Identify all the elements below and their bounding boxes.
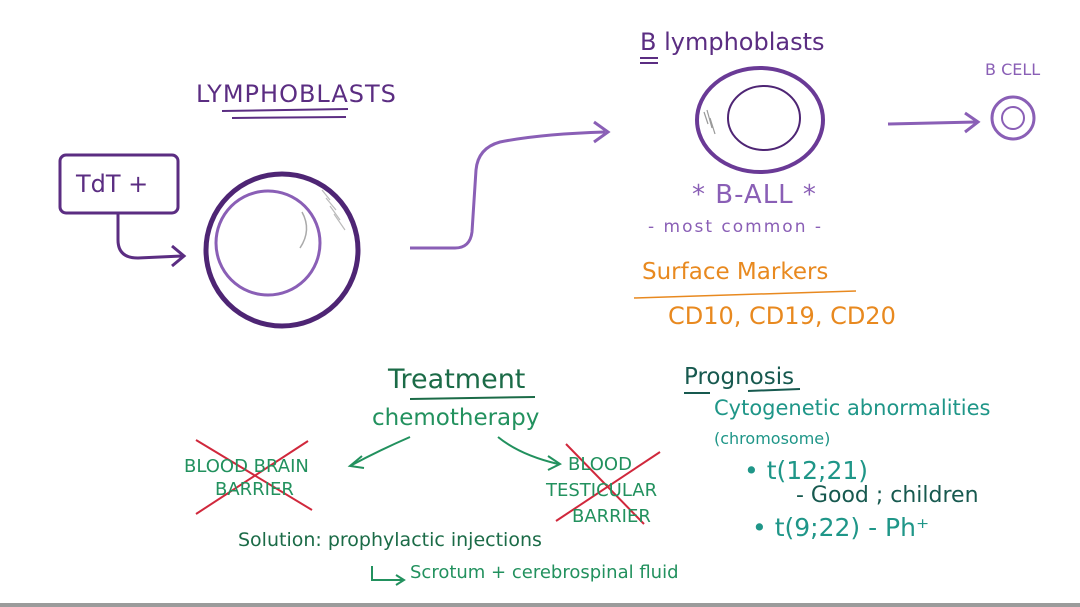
cross-right-2 bbox=[555, 451, 661, 522]
curve-arrow-to-b-lymphoblasts bbox=[410, 130, 606, 250]
lymphoblast-outer bbox=[203, 171, 361, 329]
tdt-label: TdT + bbox=[76, 170, 149, 198]
barrier-right-line3: BARRIER bbox=[572, 506, 651, 527]
lymphoblasts-label: LYMPHOBLASTS bbox=[196, 80, 397, 108]
prognosis-subtitle: Cytogenetic abnormalities bbox=[714, 396, 991, 420]
curve-arrow-head bbox=[593, 120, 611, 144]
b-cell-inner bbox=[1001, 106, 1025, 130]
prognosis-item-bullet: • t(9;22) - Ph⁺ bbox=[752, 513, 930, 542]
prognosis-item-note: - Good ; children bbox=[796, 483, 979, 508]
treatment-method: chemotherapy bbox=[372, 405, 540, 431]
prognosis-item-bullet: • t(12;21) bbox=[744, 456, 869, 485]
b-lymphoblast-hatching bbox=[703, 109, 716, 135]
cross-left-1 bbox=[195, 439, 313, 511]
arrow-to-b-cell bbox=[887, 120, 977, 126]
surface-markers-divider bbox=[633, 290, 857, 299]
prognosis-underline-2 bbox=[747, 388, 801, 392]
surface-markers-title: Surface Markers bbox=[642, 259, 829, 285]
barrier-left-line2: BARRIER bbox=[215, 479, 294, 500]
treatment-title: Treatment bbox=[388, 364, 526, 395]
lymphoblasts-underline-1 bbox=[221, 108, 349, 112]
lymphoblast-highlight bbox=[299, 211, 308, 249]
arrow-to-b-cell-head bbox=[964, 111, 981, 134]
tdt-box bbox=[58, 153, 180, 215]
most-common-label: - most common - bbox=[648, 217, 824, 237]
solution-hook-arrow-head bbox=[395, 574, 406, 586]
lymphoblasts-underline-2 bbox=[231, 116, 347, 119]
solution-text: Solution: prophylactic injections bbox=[238, 529, 542, 551]
chemo-arrow-right-head bbox=[547, 455, 562, 471]
solution-hook-arrow bbox=[371, 566, 402, 581]
lymphoblast-nucleus bbox=[214, 189, 322, 297]
tdt-arrow bbox=[116, 214, 183, 260]
lymphoblast-hatching bbox=[321, 189, 346, 231]
b-lymphoblast-outer bbox=[695, 66, 825, 174]
b-lymphoblast-nucleus bbox=[727, 85, 801, 151]
cross-right-1 bbox=[565, 443, 645, 525]
prognosis-title: Prognosis bbox=[684, 364, 795, 390]
chemo-arrow-left bbox=[349, 436, 411, 467]
barrier-right-line2: TESTICULAR bbox=[546, 480, 658, 501]
treatment-underline bbox=[409, 396, 536, 400]
b-cell-outer bbox=[990, 95, 1036, 141]
chemo-arrow-left-head bbox=[347, 455, 365, 469]
barrier-right-line1: BLOOD bbox=[568, 454, 632, 475]
cross-left-2 bbox=[195, 440, 309, 515]
barrier-left-line1: BLOOD BRAIN bbox=[184, 456, 309, 477]
b-lymphoblasts-label: B lymphoblasts bbox=[640, 28, 825, 56]
bottom-border bbox=[0, 603, 1080, 607]
prognosis-subtitle-note: (chromosome) bbox=[714, 429, 831, 448]
solution-sites-text: Scrotum + cerebrospinal fluid bbox=[410, 562, 679, 583]
tdt-arrow-head bbox=[171, 244, 187, 268]
surface-markers-values: CD10, CD19, CD20 bbox=[668, 302, 896, 330]
chemo-arrow-right bbox=[497, 436, 559, 465]
b-all-label: * B-ALL * bbox=[692, 180, 817, 210]
b-cell-label: B CELL bbox=[985, 60, 1041, 79]
